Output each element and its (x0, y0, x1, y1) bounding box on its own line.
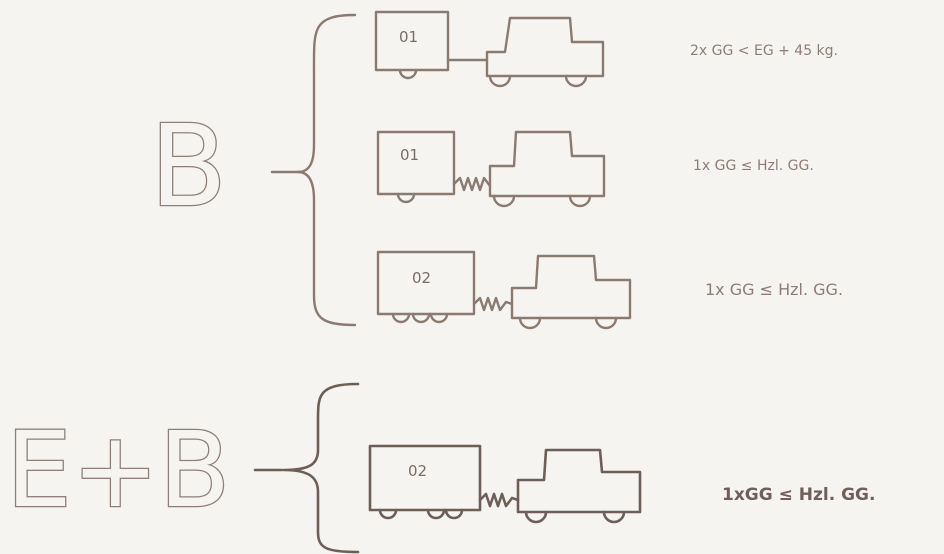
car (518, 450, 640, 522)
rule-text: 1x GG ≤ Hzl. GG. (705, 280, 843, 299)
rule-text: 2x GG < EG + 45 kg. (690, 43, 838, 59)
group-b: B 01 2x GG < EG + 45 kg. 01 (150, 12, 843, 328)
car-wheel-rear (596, 318, 616, 328)
trailer: 01 (376, 12, 448, 78)
car-body (518, 450, 640, 512)
car-wheel-rear (604, 512, 624, 522)
car-body (487, 18, 603, 76)
group-e-plus-b-row-1: 02 1xGG ≤ Hzl. GG. (370, 446, 875, 522)
spring-hitch (474, 298, 512, 310)
car-wheel-front (520, 318, 540, 328)
car (512, 256, 630, 328)
car-wheel-rear (570, 196, 590, 206)
trailer-number: 02 (408, 462, 427, 480)
trailer-number: 02 (412, 269, 431, 287)
car (487, 18, 603, 86)
group-b-row-1: 01 2x GG < EG + 45 kg. (376, 12, 838, 86)
rule-text: 1xGG ≤ Hzl. GG. (722, 485, 875, 505)
group-b-row-2: 01 1x GG ≤ Hzl. GG. (378, 132, 814, 206)
car-wheel-front (526, 512, 546, 522)
trailer: 02 (378, 252, 474, 322)
spring-hitch (454, 178, 490, 190)
group-e-plus-b-brace (284, 384, 358, 552)
group-e-plus-b: E+B 02 1xGG ≤ Hzl. GG. (6, 384, 875, 552)
car-wheel-front (490, 76, 510, 86)
car-body (512, 256, 630, 318)
car-wheel-rear (566, 76, 586, 86)
spring-hitch (480, 494, 518, 506)
car (490, 132, 604, 206)
trailer: 02 (370, 446, 480, 518)
trailer: 01 (378, 132, 454, 202)
group-b-row-3: 02 1x GG ≤ Hzl. GG. (378, 252, 843, 328)
rule-text: 1x GG ≤ Hzl. GG. (693, 158, 814, 174)
car-wheel-front (494, 196, 514, 206)
trailer-number: 01 (400, 146, 419, 164)
group-b-label: B (150, 102, 227, 232)
group-e-plus-b-label: E+B (6, 409, 230, 531)
car-body (490, 132, 604, 196)
group-b-brace (298, 15, 355, 325)
trailer-number: 01 (399, 28, 418, 46)
